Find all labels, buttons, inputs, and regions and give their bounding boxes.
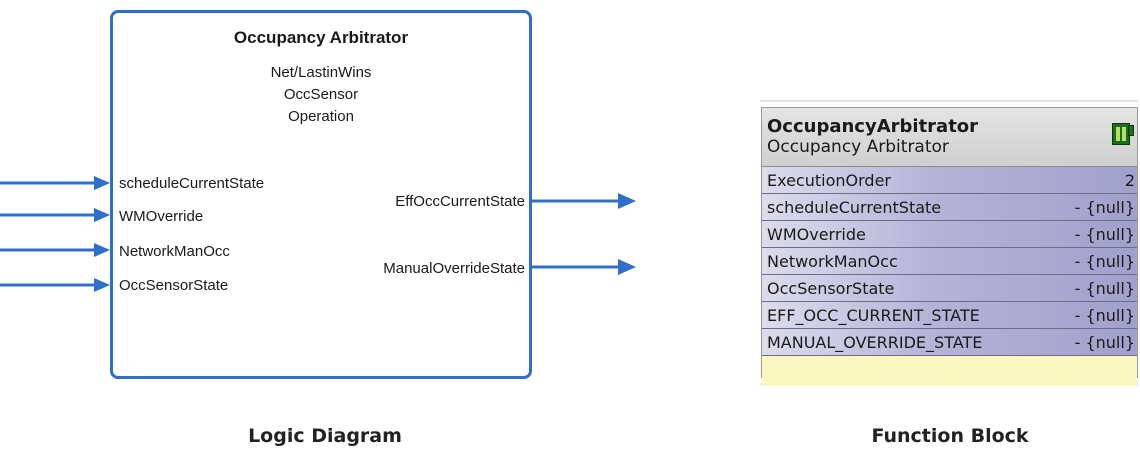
- fb-row-label: WMOverride: [767, 224, 866, 244]
- function-block-caption: Function Block: [871, 425, 1029, 447]
- input-port-label: WMOverride: [119, 208, 204, 225]
- logic-block-title: Occupancy Arbitrator: [233, 28, 409, 47]
- function-block-icon: [1128, 125, 1134, 136]
- fb-row-label: ExecutionOrder: [767, 170, 891, 190]
- fb-row-label: OccSensorState: [767, 278, 895, 298]
- output-port-label: EffOccCurrentState: [395, 193, 525, 210]
- fb-row-label: NetworkManOcc: [767, 251, 898, 271]
- fb-row-schedule-current-state[interactable]: scheduleCurrentState - {null}: [762, 194, 1137, 221]
- logic-diagram-caption: Logic Diagram: [248, 425, 402, 447]
- fb-row-value: 2: [1124, 170, 1135, 190]
- fb-row-network-man-occ[interactable]: NetworkManOcc - {null}: [762, 248, 1137, 275]
- arrowhead: [94, 176, 110, 190]
- function-block-name: OccupancyArbitrator: [767, 116, 979, 137]
- fb-row-label: scheduleCurrentState: [767, 197, 942, 217]
- fb-row-value: - {null}: [1074, 278, 1135, 298]
- function-block-footer: [762, 356, 1137, 386]
- output-port-label: ManualOverrideState: [383, 260, 525, 277]
- function-block-header: OccupancyArbitrator Occupancy Arbitrator: [762, 108, 1137, 167]
- fb-row-execution-order[interactable]: ExecutionOrder 2: [762, 167, 1137, 194]
- fb-row-value: - {null}: [1074, 197, 1135, 217]
- fb-row-value: - {null}: [1074, 251, 1135, 271]
- logic-block-subtitle-line: Operation: [288, 108, 354, 125]
- arrowhead: [94, 278, 110, 292]
- fb-row-occ-sensor-state[interactable]: OccSensorState - {null}: [762, 275, 1137, 302]
- fb-row-label: EFF_OCC_CURRENT_STATE: [767, 305, 980, 325]
- arrowhead: [94, 208, 110, 222]
- arrowhead: [618, 193, 636, 209]
- arrowhead: [94, 243, 110, 257]
- fb-row-label: MANUAL_OVERRIDE_STATE: [767, 332, 983, 352]
- fb-row-value: - {null}: [1074, 305, 1135, 325]
- logic-block-subtitle-line: OccSensor: [283, 86, 359, 103]
- input-port-label: NetworkManOcc: [119, 243, 230, 260]
- input-port-label: scheduleCurrentState: [119, 175, 265, 192]
- logic-block-subtitle-line: Net/LastinWins: [270, 64, 372, 81]
- fb-row-eff-occ-current-state[interactable]: EFF_OCC_CURRENT_STATE - {null}: [762, 302, 1137, 329]
- logic-diagram-block: Occupancy Arbitrator Net/LastinWins OccS…: [110, 10, 532, 379]
- fb-row-manual-override-state[interactable]: MANUAL_OVERRIDE_STATE - {null}: [762, 329, 1137, 356]
- function-block-type: Occupancy Arbitrator: [767, 137, 949, 157]
- fb-row-wm-override[interactable]: WMOverride - {null}: [762, 221, 1137, 248]
- input-port-label: OccSensorState: [119, 277, 229, 294]
- fb-row-value: - {null}: [1074, 224, 1135, 244]
- fb-row-value: - {null}: [1074, 332, 1135, 352]
- function-block[interactable]: OccupancyArbitrator Occupancy Arbitrator…: [761, 107, 1138, 386]
- arrowhead: [618, 259, 636, 275]
